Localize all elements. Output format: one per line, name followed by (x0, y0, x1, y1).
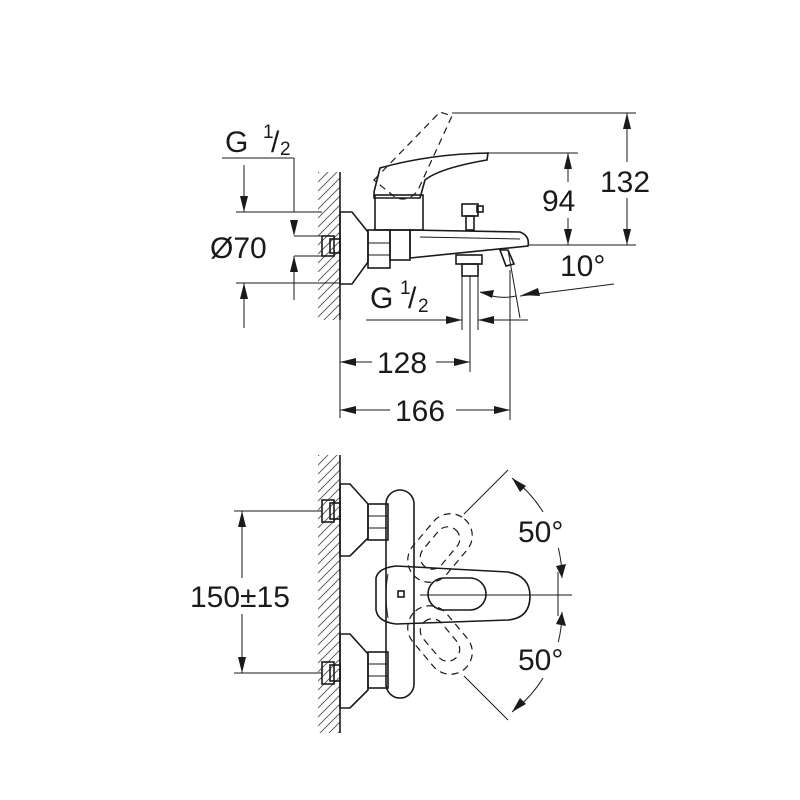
hatch-line (318, 740, 340, 762)
hatch-line (318, 213, 340, 237)
hatch-line (318, 631, 340, 655)
hatch-line (318, 172, 338, 192)
hatch-line (332, 312, 340, 320)
lever-handle (373, 152, 489, 199)
lever-handle-front (375, 565, 531, 625)
dimension-depth-outlet: 128 (339, 276, 471, 418)
spout-angle-label: 10° (560, 250, 605, 283)
hatch-line (318, 586, 340, 610)
depth-outlet-label: 128 (377, 347, 427, 380)
dimension-lever-rotation: 50° 50° (511, 477, 577, 713)
hatch-line (318, 195, 340, 219)
hatch-line (318, 550, 340, 574)
flange-diameter-label: Ø70 (210, 232, 267, 265)
outlet-thread-sup: 1 (400, 278, 411, 299)
hatch-line (318, 595, 340, 619)
inlet-thread-sup: 1 (263, 122, 274, 143)
hatch-line (318, 276, 340, 300)
outlet-thread-sub: 2 (418, 296, 429, 317)
dimension-heights: 132 94 (452, 112, 656, 246)
front-view: 50° 50° 150±15 (188, 425, 577, 780)
hatch-line (318, 340, 340, 362)
dimension-depth-total: 166 (340, 270, 511, 428)
dimension-spout-angle: 10° (479, 249, 615, 319)
hatch-line (318, 349, 340, 371)
hatch-line (318, 640, 340, 664)
flange-top (321, 483, 389, 557)
hatch-line (318, 455, 338, 475)
hatch-line (318, 604, 340, 628)
hatch-line (318, 267, 340, 291)
hatch-line (318, 694, 340, 718)
centre-lines (420, 469, 572, 721)
hatch-line (318, 258, 340, 282)
svg-text:/: / (271, 126, 280, 159)
hatch-line (318, 425, 340, 447)
hatch-line (318, 532, 340, 556)
hatch-line (318, 703, 340, 727)
inlet-thread-label: G (225, 126, 248, 159)
hatch-line (318, 613, 340, 637)
height-lever-raised-label: 132 (600, 166, 650, 199)
hatch-line (318, 460, 340, 484)
hatch-line (318, 758, 340, 780)
hex-nut (367, 229, 391, 269)
hatch-line (318, 204, 340, 228)
dimension-outlet-thread: G 1 / 2 (366, 276, 528, 330)
lever-rotation-outlines (407, 513, 473, 675)
hatch-line (318, 505, 340, 529)
hatch-line (318, 177, 340, 201)
inlet-thread-sub: 2 (280, 139, 291, 160)
inlet-spacing-label: 150±15 (190, 581, 290, 614)
hatch-line (318, 455, 329, 466)
hatch-line (323, 303, 340, 320)
hatch-line (319, 712, 340, 733)
hatch-line (318, 523, 340, 547)
hatch-line (318, 469, 340, 493)
hatch-line (318, 322, 340, 344)
hatch-line (318, 685, 340, 709)
hatch-line (318, 749, 340, 771)
dimension-inlet-thread: G 1 / 2 Ø70 (210, 122, 340, 328)
hatch-line (318, 568, 340, 592)
hatch-line (318, 142, 340, 164)
lever-rotation-up-label: 50° (518, 516, 563, 549)
hatch-line (318, 331, 340, 353)
flange-bottom (321, 633, 389, 709)
hatch-line (318, 478, 340, 502)
height-lever-label: 94 (542, 185, 575, 218)
hatch-line (318, 541, 340, 565)
mixer-body-front (385, 489, 415, 699)
wall-flange (339, 211, 369, 285)
spout-outlet (498, 249, 516, 267)
dimension-inlet-spacing: 150±15 (188, 510, 322, 674)
hatch-line (318, 186, 340, 210)
depth-total-label: 166 (395, 395, 445, 428)
svg-text:/: / (408, 282, 417, 315)
hatch-line (318, 622, 340, 646)
outlet-thread-label: G (370, 282, 393, 315)
mixer-body (374, 194, 530, 261)
hatch-line (318, 294, 340, 318)
hatch-line (318, 285, 340, 309)
hatch-line (318, 455, 320, 457)
hatch-line (318, 667, 340, 691)
side-view: G 1 / 2 Ø70 (210, 111, 656, 428)
inlet-fitting (321, 235, 341, 257)
wall-hatching-bottom (318, 425, 341, 780)
outlet-connection (455, 254, 483, 277)
hatch-line (318, 172, 329, 183)
hatch-line (328, 721, 340, 733)
hatch-line (318, 240, 340, 264)
hatch-line (318, 172, 320, 174)
hatch-line (318, 559, 340, 583)
hatch-line (318, 577, 340, 601)
lever-raised-outline (373, 111, 453, 200)
lever-rotation-down-label: 50° (518, 644, 563, 677)
hatch-line (337, 730, 340, 733)
diverter-knob (461, 203, 484, 231)
